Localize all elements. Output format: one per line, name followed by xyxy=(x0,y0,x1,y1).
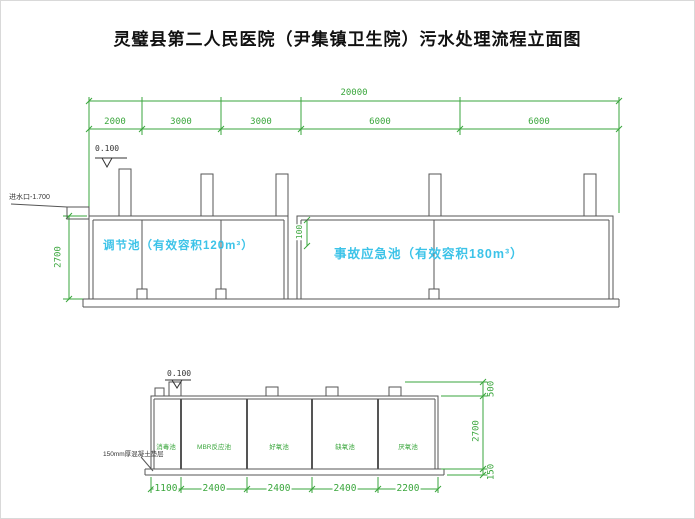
lower-dimension-lines xyxy=(147,378,489,493)
vent-stub xyxy=(388,386,402,397)
regulating-tank-label: 调节池（有效容积120m³） xyxy=(103,240,254,252)
bottom-dimension-label: 2400 xyxy=(201,483,227,494)
inlet-label: 进水口-1.700 xyxy=(9,194,50,201)
bottom-dimension-label: 2400 xyxy=(332,483,358,494)
emergency-tank-label: 事故应急池（有效容积180m³） xyxy=(334,247,524,261)
vent-stub xyxy=(583,173,597,217)
compartment-label: 缺氧池 xyxy=(335,444,355,451)
height-dimension-label: 500 xyxy=(486,379,497,399)
compartment-label: MBR反应池 xyxy=(197,444,231,451)
upper-elevation-triangle-icon xyxy=(95,157,127,169)
regulating-tank-outline xyxy=(88,215,289,300)
vent-stub xyxy=(275,173,289,217)
vent-stub xyxy=(200,173,214,217)
upper-tank-structure xyxy=(10,168,620,308)
height-dimension-label: 150 xyxy=(486,462,497,482)
segment-dimension-label: 3000 xyxy=(170,117,192,127)
height-dimension-label: 2700 xyxy=(471,419,482,443)
compartment-label: 好氧池 xyxy=(269,444,289,451)
vent-stub xyxy=(325,386,339,397)
segment-dimension-label: 2000 xyxy=(104,117,126,127)
lower-structure-outline xyxy=(140,381,445,476)
vent-stub xyxy=(118,168,132,217)
upper-dimension-lines xyxy=(63,97,623,303)
segment-dimension-label: 3000 xyxy=(250,117,272,127)
lower-elevation-triangle-icon xyxy=(165,379,191,389)
segment-dimension-label: 6000 xyxy=(369,117,391,127)
page-title: 灵璧县第二人民医院（尹集镇卫生院）污水处理流程立面图 xyxy=(113,30,582,49)
compartment-label: 厌氧池 xyxy=(398,444,418,451)
segment-dimension-label: 6000 xyxy=(528,117,550,127)
vent-stub xyxy=(428,173,442,217)
vent-stub xyxy=(154,387,165,397)
compartment-label: 消毒池 xyxy=(156,444,176,451)
vent-stub xyxy=(265,386,279,397)
bottom-dimension-label: 2400 xyxy=(266,483,292,494)
freeboard-dimension-label: 100 xyxy=(295,223,304,241)
vent-stub xyxy=(168,381,182,397)
base-slab-note: 150mm厚混凝土垫层 xyxy=(103,451,164,458)
bottom-dimension-label: 2200 xyxy=(395,483,421,494)
bottom-dimension-label: 1100 xyxy=(153,483,179,494)
lower-elevation-label: 0.100 xyxy=(167,369,192,378)
inlet-pipe xyxy=(66,206,90,220)
upper-elevation-label: 0.100 xyxy=(95,144,120,153)
total-dimension-label: 20000 xyxy=(340,88,368,98)
depth-dimension-label: 2700 xyxy=(53,245,64,269)
